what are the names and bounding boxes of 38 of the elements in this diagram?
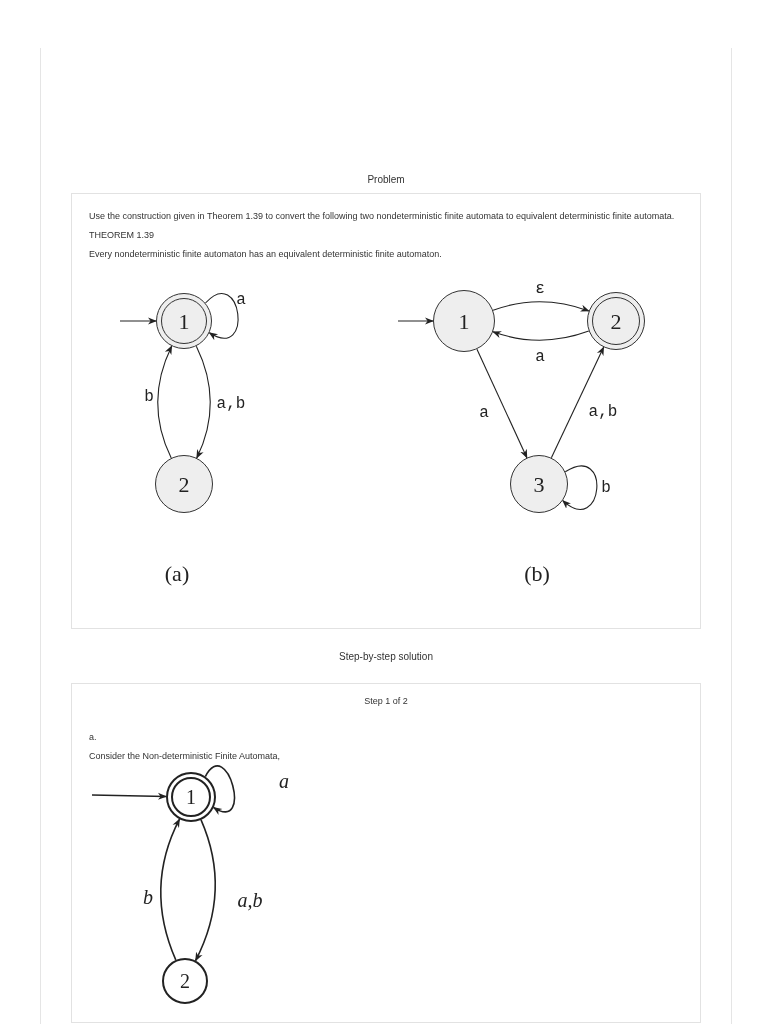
section-heading: Problem <box>366 173 406 187</box>
body-text: a. <box>89 731 97 744</box>
edge-label: b <box>601 478 611 499</box>
state-number: 1 <box>186 785 196 810</box>
edge-label: a,b <box>216 394 246 415</box>
transition-arrow <box>204 765 236 815</box>
body-text: Use the construction given in Theorem 1.39 to convert the following two nondeterministic finite automata to equivalent deterministic finite automata. <box>89 210 675 223</box>
state-number: 2 <box>610 307 622 336</box>
edge-label: b <box>143 885 153 910</box>
figure-caption: (a) <box>164 559 190 588</box>
transition-arrow <box>91 792 167 800</box>
body-text: THEOREM 1.39 <box>89 229 155 242</box>
edge-label: a <box>279 769 289 794</box>
edge-label: a,b <box>237 888 263 913</box>
transition-arrow <box>562 465 598 510</box>
figure-caption: (b) <box>524 559 550 588</box>
edge-label: ε <box>535 279 545 300</box>
edge-label: a <box>236 290 246 311</box>
section-heading: Step-by-step solution <box>338 650 434 664</box>
transition-arrow <box>119 317 157 325</box>
transition-arrow <box>397 317 434 325</box>
state-number: 3 <box>533 470 545 499</box>
transition-arrow <box>204 292 239 340</box>
edge-label: a,b <box>588 402 618 423</box>
transition-arrow <box>550 346 605 459</box>
body-text: Step 1 of 2 <box>363 695 409 708</box>
state-number: 2 <box>180 969 190 994</box>
state-number: 1 <box>178 307 190 336</box>
transition-arrow <box>157 345 173 459</box>
body-text: Every nondeterministic finite automaton has an equivalent deterministic finite automaton. <box>89 248 442 261</box>
state-number: 2 <box>178 470 190 499</box>
edge-label: a <box>479 403 489 424</box>
transition-arrow <box>195 345 211 459</box>
transition-arrow <box>476 348 528 459</box>
edge-label: a <box>535 347 545 368</box>
body-text: Consider the Non-deterministic Finite Automata, <box>89 750 281 763</box>
state-number: 1 <box>458 307 470 336</box>
edge-label: b <box>144 387 154 408</box>
